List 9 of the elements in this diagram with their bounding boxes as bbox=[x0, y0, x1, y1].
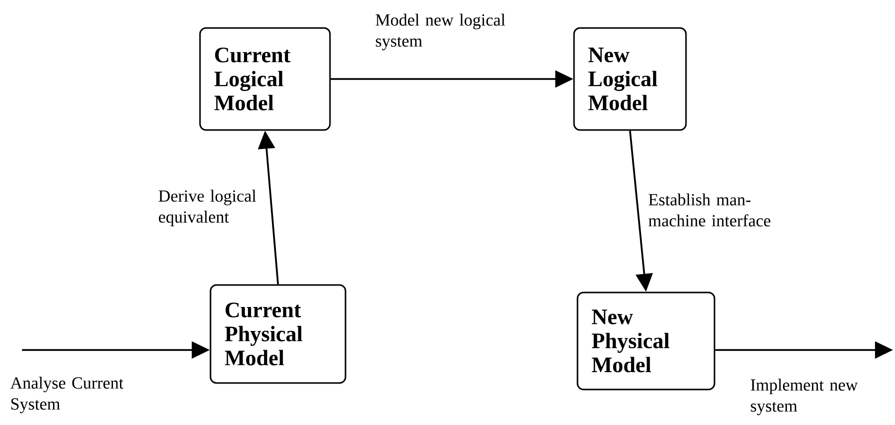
process-box: New Logical Model bbox=[573, 27, 687, 131]
process-box: Current Logical Model bbox=[199, 27, 331, 131]
edge-label: Analyse Current System bbox=[10, 376, 124, 414]
process-box: Current Physical Model bbox=[210, 284, 346, 384]
edge-label: Establish man-machine interface bbox=[648, 194, 770, 226]
edge-label: Implement new system bbox=[750, 378, 858, 416]
process-box: New Physical Model bbox=[576, 292, 716, 390]
edge-label: Model new logical system bbox=[376, 14, 506, 50]
edge-label: Derive logical equivalent bbox=[158, 190, 256, 226]
